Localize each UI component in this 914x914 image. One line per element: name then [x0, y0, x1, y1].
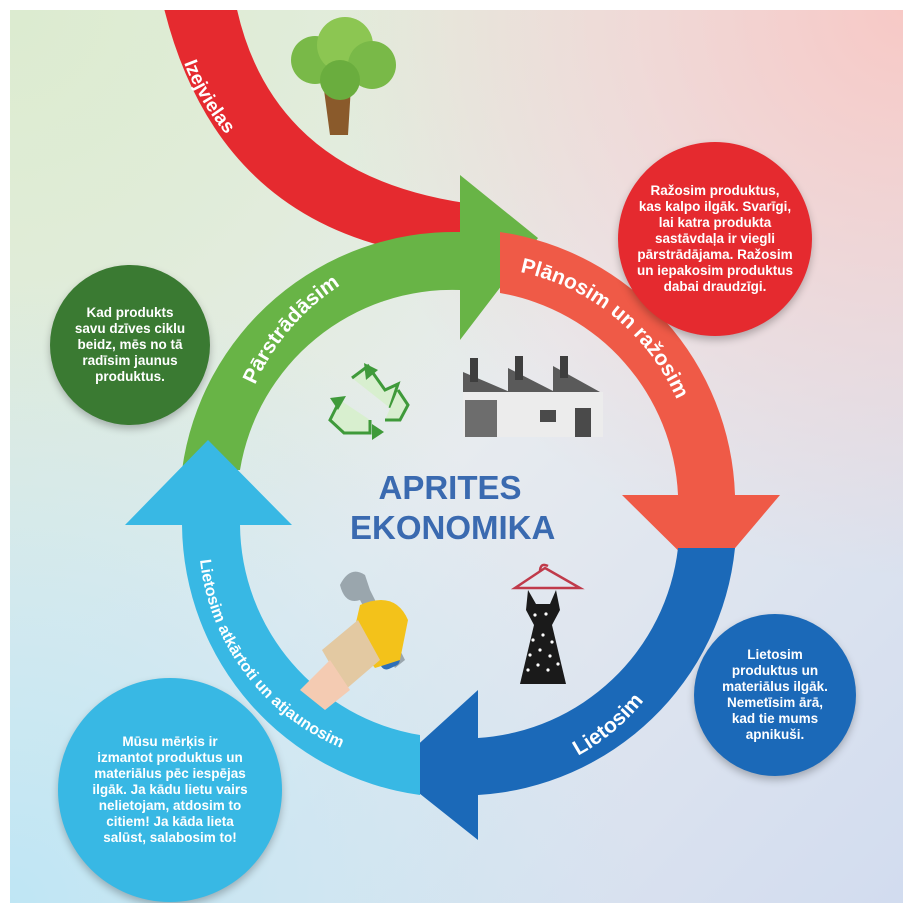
title-line-2: EKONOMIKA	[350, 509, 556, 546]
title-line-1: APRITES	[378, 469, 522, 506]
circular-economy-infographic: Izejvielas Pārstrādāsim Plānosim un ražo…	[10, 10, 903, 903]
design-produce-arrow	[500, 232, 780, 580]
raw-materials-ribbon	[164, 10, 480, 260]
dress-icon	[510, 563, 585, 684]
wrench-hand-icon	[300, 571, 408, 710]
use-arrow	[390, 548, 735, 840]
cycle-diagram: Izejvielas Pārstrādāsim Plānosim un ražo…	[125, 10, 780, 840]
use-info-bubble: Lietosim produktus un materiālus ilgāk. …	[694, 614, 856, 776]
reuse-info-bubble: Mūsu mērķis ir izmantot produktus un mat…	[58, 678, 282, 902]
reuse-repair-arrow	[125, 440, 420, 795]
recycle-arrow	[182, 175, 538, 470]
tree-icon	[291, 17, 396, 135]
recycle-icon	[328, 363, 410, 440]
recycle-info-bubble: Kad produkts savu dzīves ciklu beidz, mē…	[50, 265, 210, 425]
design-info-bubble: Ražosim produktus, kas kalpo ilgāk. Svar…	[618, 142, 812, 336]
factory-icon	[463, 356, 603, 437]
